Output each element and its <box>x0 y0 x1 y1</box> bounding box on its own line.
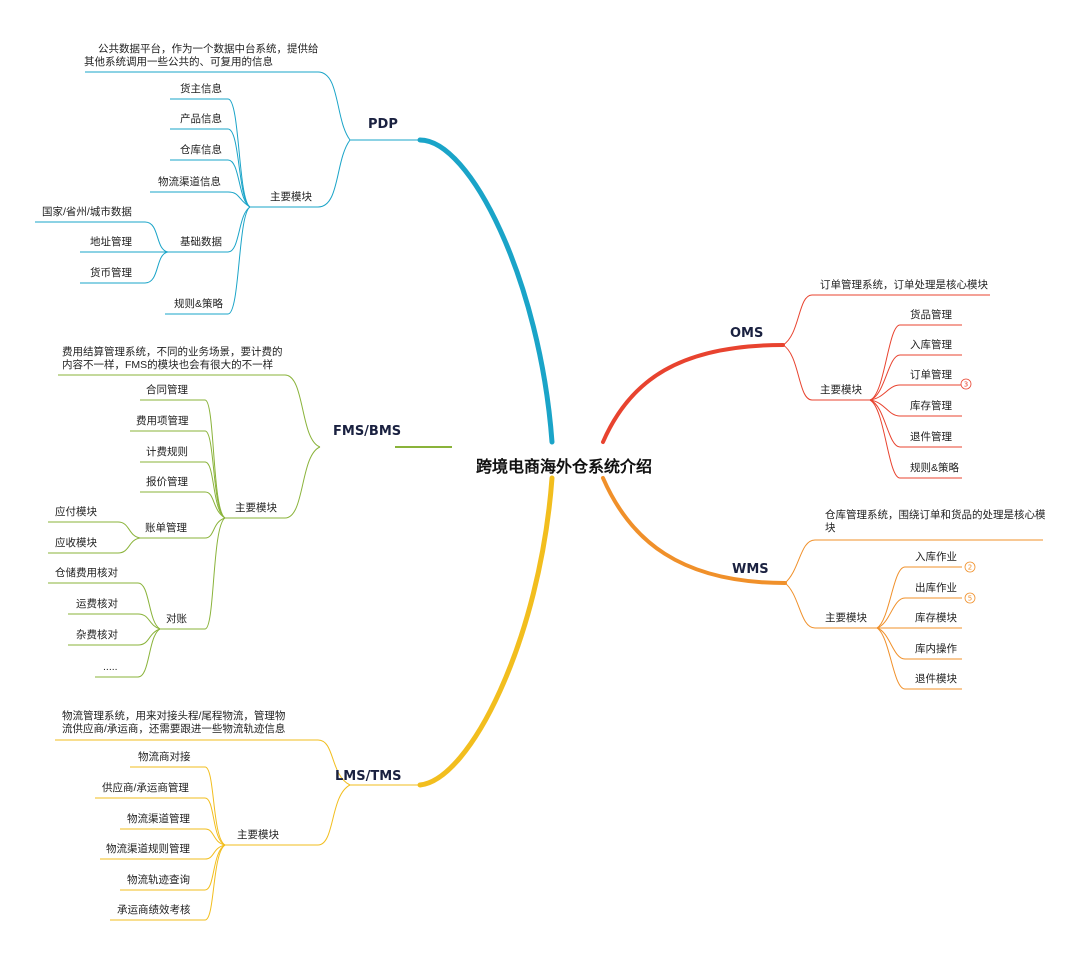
oms-title: OMS <box>730 326 763 341</box>
lms-desc-line2: 流供应商/承运商，还需要跟进一些物流轨迹信息 <box>62 722 285 735</box>
pdp-modules-label: 主要模块 <box>270 191 312 203</box>
fms-modules-label: 主要模块 <box>235 502 277 514</box>
branch-wms <box>601 476 787 585</box>
main-branches <box>395 137 787 788</box>
root-title: 跨境电商海外仓系统介绍 <box>476 457 652 476</box>
oms-item-goods: 货品管理 <box>910 308 952 321</box>
wms-modules-label: 主要模块 <box>825 612 867 624</box>
wms-item-in-warehouse-ops: 库内操作 <box>915 642 957 655</box>
pdp-item-basic-data: 基础数据 <box>180 235 222 248</box>
wms-item-inventory: 库存模块 <box>915 611 957 624</box>
pdp-desc-line2: 其他系统调用一些公共的、可复用的信息 <box>84 55 273 68</box>
fms-recon-misc: 杂费核对 <box>76 628 118 641</box>
fms-item-quote: 报价管理 <box>146 475 188 488</box>
fms-lines <box>48 374 321 678</box>
wms-title: WMS <box>732 562 769 577</box>
pdp-item-rules: 规则&策略 <box>174 297 224 310</box>
fms-item-fee-item: 费用项管理 <box>136 414 189 427</box>
lms-desc-line1: 物流管理系统，用来对接头程/尾程物流，管理物 <box>62 709 285 722</box>
lms-item-supplier-management: 供应商/承运商管理 <box>102 781 189 794</box>
pdp-item-warehouse: 仓库信息 <box>180 143 222 156</box>
oms-orders-badge[interactable]: 3 <box>960 378 972 390</box>
lms-item-channel-rules: 物流渠道规则管理 <box>106 842 190 855</box>
pdp-lines <box>35 71 420 315</box>
pdp-desc-line1: 公共数据平台，作为一个数据中台系统，提供给 <box>98 42 319 55</box>
lms-item-carrier-kpi: 承运商绩效考核 <box>117 903 191 916</box>
wms-outbound-badge[interactable]: 5 <box>964 592 976 604</box>
lms-item-tracking: 物流轨迹查询 <box>127 873 190 886</box>
fms-recon-more: ..... <box>103 661 118 673</box>
fms-bill-receivable: 应收模块 <box>55 536 97 549</box>
wms-item-returns: 退件模块 <box>915 673 957 685</box>
pdp-basic-address: 地址管理 <box>90 235 132 248</box>
fms-desc-line1: 费用结算管理系统，不同的业务场景，要计费的 <box>62 345 283 358</box>
wms-inbound-badge-count: 2 <box>968 564 972 572</box>
pdp-item-product: 产品信息 <box>180 112 222 125</box>
pdp-basic-currency: 货币管理 <box>90 266 132 279</box>
pdp-basic-region-data: 国家/省州/城市数据 <box>42 205 132 218</box>
lms-item-channel-management: 物流渠道管理 <box>127 812 190 825</box>
oms-item-returns: 退件管理 <box>910 430 952 443</box>
wms-item-inbound-ops: 入库作业 <box>915 550 957 563</box>
wms-lines <box>784 539 1043 690</box>
fms-item-bill: 账单管理 <box>145 521 187 534</box>
oms-modules-label: 主要模块 <box>820 384 862 396</box>
branch-oms <box>601 343 785 444</box>
wms-desc-line2: 块 <box>825 522 836 534</box>
oms-item-orders: 订单管理 <box>910 368 952 381</box>
pdp-title: PDP <box>368 117 398 132</box>
fms-item-reconcile: 对账 <box>166 612 187 625</box>
lms-item-carrier-integration: 物流商对接 <box>138 750 191 763</box>
oms-item-inventory: 库存管理 <box>910 399 952 412</box>
fms-title: FMS/BMS <box>333 424 401 439</box>
fms-desc-line2: 内容不一样，FMS的模块也会有很大的不一样 <box>62 358 273 371</box>
lms-lines <box>55 739 420 921</box>
wms-inbound-badge[interactable]: 2 <box>964 561 976 573</box>
oms-orders-badge-count: 3 <box>964 381 968 389</box>
oms-item-rules: 规则&策略 <box>910 461 960 474</box>
lms-title: LMS/TMS <box>335 769 402 784</box>
wms-desc-line1: 仓库管理系统，围绕订单和货品的处理是核心模 <box>825 508 1046 521</box>
pdp-item-owner: 货主信息 <box>180 82 222 95</box>
fms-item-billing-rule: 计费规则 <box>146 445 188 458</box>
fms-item-contract: 合同管理 <box>146 383 188 396</box>
fms-recon-storage: 仓储费用核对 <box>55 566 118 579</box>
pdp-item-logistics-channel: 物流渠道信息 <box>158 175 221 188</box>
lms-modules-label: 主要模块 <box>237 829 279 841</box>
branch-pdp <box>417 137 555 445</box>
wms-outbound-badge-count: 5 <box>968 595 972 603</box>
oms-item-inbound: 入库管理 <box>910 338 952 351</box>
oms-lines <box>782 294 990 479</box>
fms-recon-freight: 运费核对 <box>76 597 118 610</box>
wms-item-outbound-ops: 出库作业 <box>915 581 957 594</box>
fms-bill-payable: 应付模块 <box>55 505 97 518</box>
oms-desc: 订单管理系统，订单处理是核心模块 <box>820 278 988 291</box>
branch-lms <box>417 475 555 788</box>
